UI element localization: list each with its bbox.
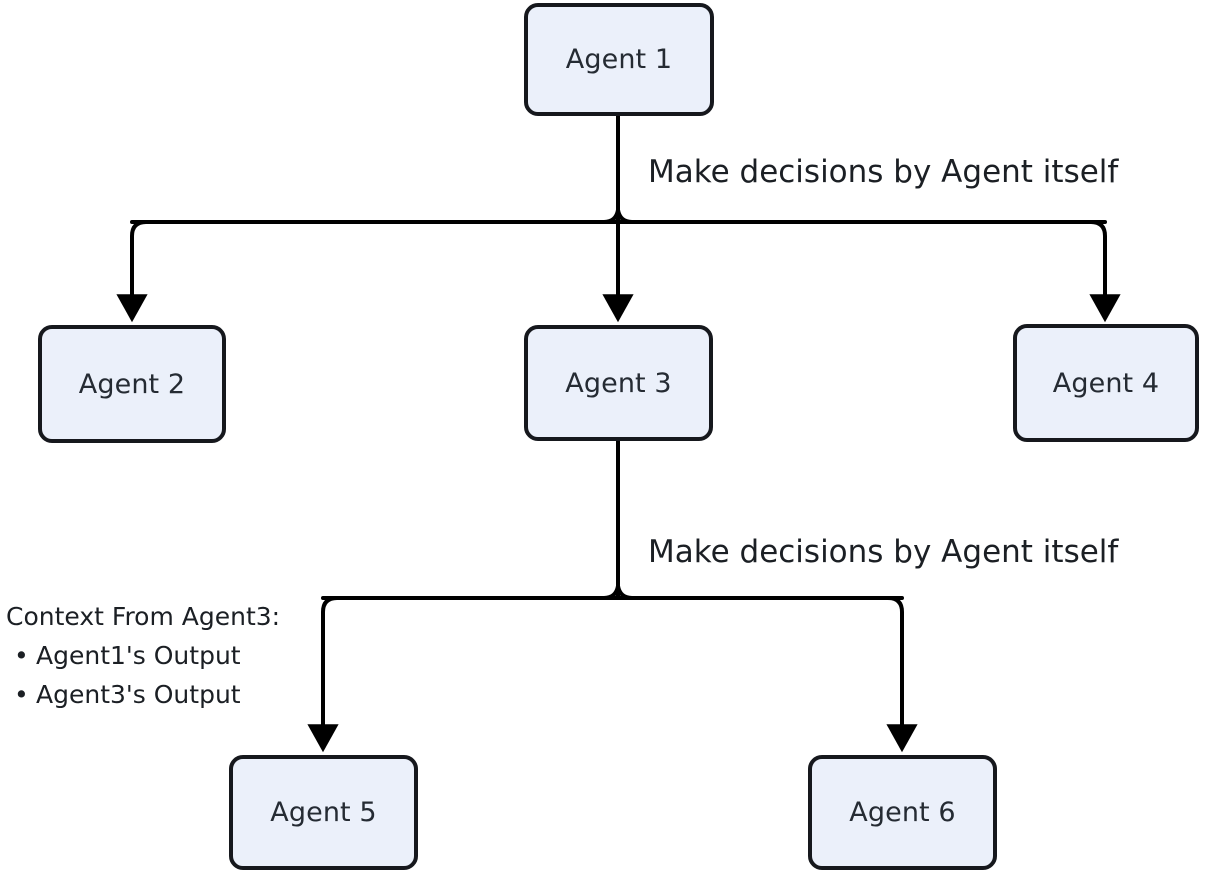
context-note-list: • Agent1's Output • Agent3's Output [6,636,280,715]
edge-split2-junction [602,585,634,600]
context-note-item-label: Agent3's Output [36,680,241,709]
node-agent6-label: Agent 6 [849,797,956,828]
bullet-icon: • [14,640,29,670]
node-agent5-label: Agent 5 [270,797,377,828]
bullet-icon: • [14,680,29,709]
node-agent3[interactable]: Agent 3 [524,325,713,441]
node-agent1-label: Agent 1 [565,44,673,75]
node-agent4-label: Agent 4 [1052,367,1160,399]
node-agent6[interactable]: Agent 6 [808,755,997,870]
context-note-item: • Agent3's Output [14,675,280,715]
edge-agent1-to-agent4 [1089,220,1121,323]
context-note-title: Context From Agent3: [6,602,281,631]
node-agent2[interactable]: Agent 2 [38,325,226,443]
node-agent5[interactable]: Agent 5 [229,755,418,870]
edge-label-split1: Make decisions by Agent itself [648,154,1119,190]
edge-agent3-to-agent5 [307,596,339,753]
node-agent1[interactable]: Agent 1 [524,3,714,116]
edge-agent1-to-agent2 [116,220,148,323]
context-note-item: • Agent1's Output [14,636,280,676]
edge-split1-junction [602,209,634,224]
node-agent4[interactable]: Agent 4 [1013,324,1199,442]
context-note-item-label: Agent1's Output [36,640,241,670]
edge-label-split2: Make decisions by Agent itself [648,534,1119,570]
node-agent2-label: Agent 2 [78,368,186,400]
edge-agent3-to-agent6 [886,596,918,753]
context-note: Context From Agent3: • Agent1's Output •… [6,602,280,715]
node-agent3-label: Agent 3 [565,367,672,399]
